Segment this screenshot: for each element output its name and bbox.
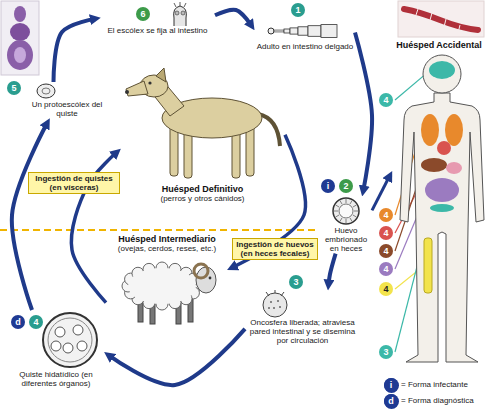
sheep-illustration bbox=[106, 254, 228, 326]
edge-label: Ingestión de huevos (en heces fecales) bbox=[232, 238, 318, 260]
proto-illustration bbox=[22, 82, 112, 100]
edge-label: Ingestión de quistes (en vísceras) bbox=[28, 172, 120, 194]
stage-caption: (ovejas, cerdos, reses, etc.) bbox=[106, 244, 228, 253]
stage-box: Oncosfera liberada; atraviesa pared inte… bbox=[245, 290, 360, 346]
host-divider bbox=[0, 229, 316, 231]
stage-caption: (perros y otros cánidos) bbox=[120, 194, 285, 203]
stage-box: Adulto en intestino delgado bbox=[255, 20, 355, 51]
diagnostic-marker: d bbox=[11, 315, 25, 329]
stage-number: 6 bbox=[136, 7, 150, 21]
host-figure: Huésped Definitivo(perros y otros cánido… bbox=[120, 66, 285, 204]
cycle-arrow bbox=[355, 32, 372, 191]
onco-illustration bbox=[245, 290, 360, 318]
stage-box: Huevo embrionado en heces bbox=[320, 196, 372, 254]
human-illustration bbox=[392, 50, 486, 368]
stage-number: 1 bbox=[291, 3, 305, 17]
cycle-arrow bbox=[215, 10, 251, 26]
organ-number: 4 bbox=[379, 208, 393, 222]
stage-caption: Un protoescólex del quiste bbox=[22, 100, 112, 118]
stage-number: 4 bbox=[29, 315, 43, 329]
stage-caption: Huevo embrionado en heces bbox=[320, 226, 372, 254]
stage-box: Un protoescólex del quiste bbox=[22, 82, 112, 118]
egg-illustration bbox=[320, 196, 372, 226]
cycle-arrow bbox=[54, 19, 96, 82]
stage-number: 5 bbox=[7, 81, 21, 95]
host-figure: Huésped Intermediario(ovejas, cerdos, re… bbox=[106, 234, 228, 326]
stage-number: 3 bbox=[289, 275, 303, 289]
host-title: Huésped Accidental bbox=[392, 40, 486, 50]
organ-number: 4 bbox=[379, 262, 393, 276]
infective-marker: i bbox=[321, 179, 335, 193]
stage-caption: Adulto en intestino delgado bbox=[255, 42, 355, 51]
scolex-illustration bbox=[100, 2, 215, 26]
stage-box: El escólex se fija al intestino bbox=[100, 2, 215, 35]
organ-number: 3 bbox=[379, 345, 393, 359]
stage-number: 2 bbox=[339, 179, 353, 193]
host-figure: Huésped Accidental bbox=[392, 40, 486, 368]
stage-caption: Oncosfera liberada; atraviesa pared inte… bbox=[245, 318, 360, 346]
host-title: Huésped Definitivo bbox=[120, 184, 285, 194]
organ-number: 4 bbox=[379, 93, 393, 107]
stage-caption: Quiste hidatídico (en diferentes órganos… bbox=[8, 370, 104, 388]
host-title: Huésped Intermediario bbox=[106, 234, 228, 244]
cycle-arrow bbox=[372, 176, 390, 211]
organ-number: 4 bbox=[379, 282, 393, 296]
cycle-arrow bbox=[12, 123, 47, 310]
worm-illustration bbox=[255, 20, 355, 42]
organ-number: 4 bbox=[379, 244, 393, 258]
legend-marker: d bbox=[384, 394, 398, 408]
organ-number: 4 bbox=[379, 226, 393, 240]
stage-caption: El escólex se fija al intestino bbox=[100, 26, 215, 35]
cycle-arrow bbox=[109, 329, 245, 385]
dog-illustration bbox=[120, 66, 285, 184]
proglottid-photo bbox=[1, 1, 39, 75]
cycle-arrow bbox=[328, 254, 335, 285]
legend-text: = Forma diagnóstica bbox=[401, 396, 474, 406]
legend-marker: i bbox=[384, 378, 398, 392]
adult-worm-photo bbox=[398, 1, 484, 37]
legend-text: = Forma infectante bbox=[401, 380, 468, 390]
